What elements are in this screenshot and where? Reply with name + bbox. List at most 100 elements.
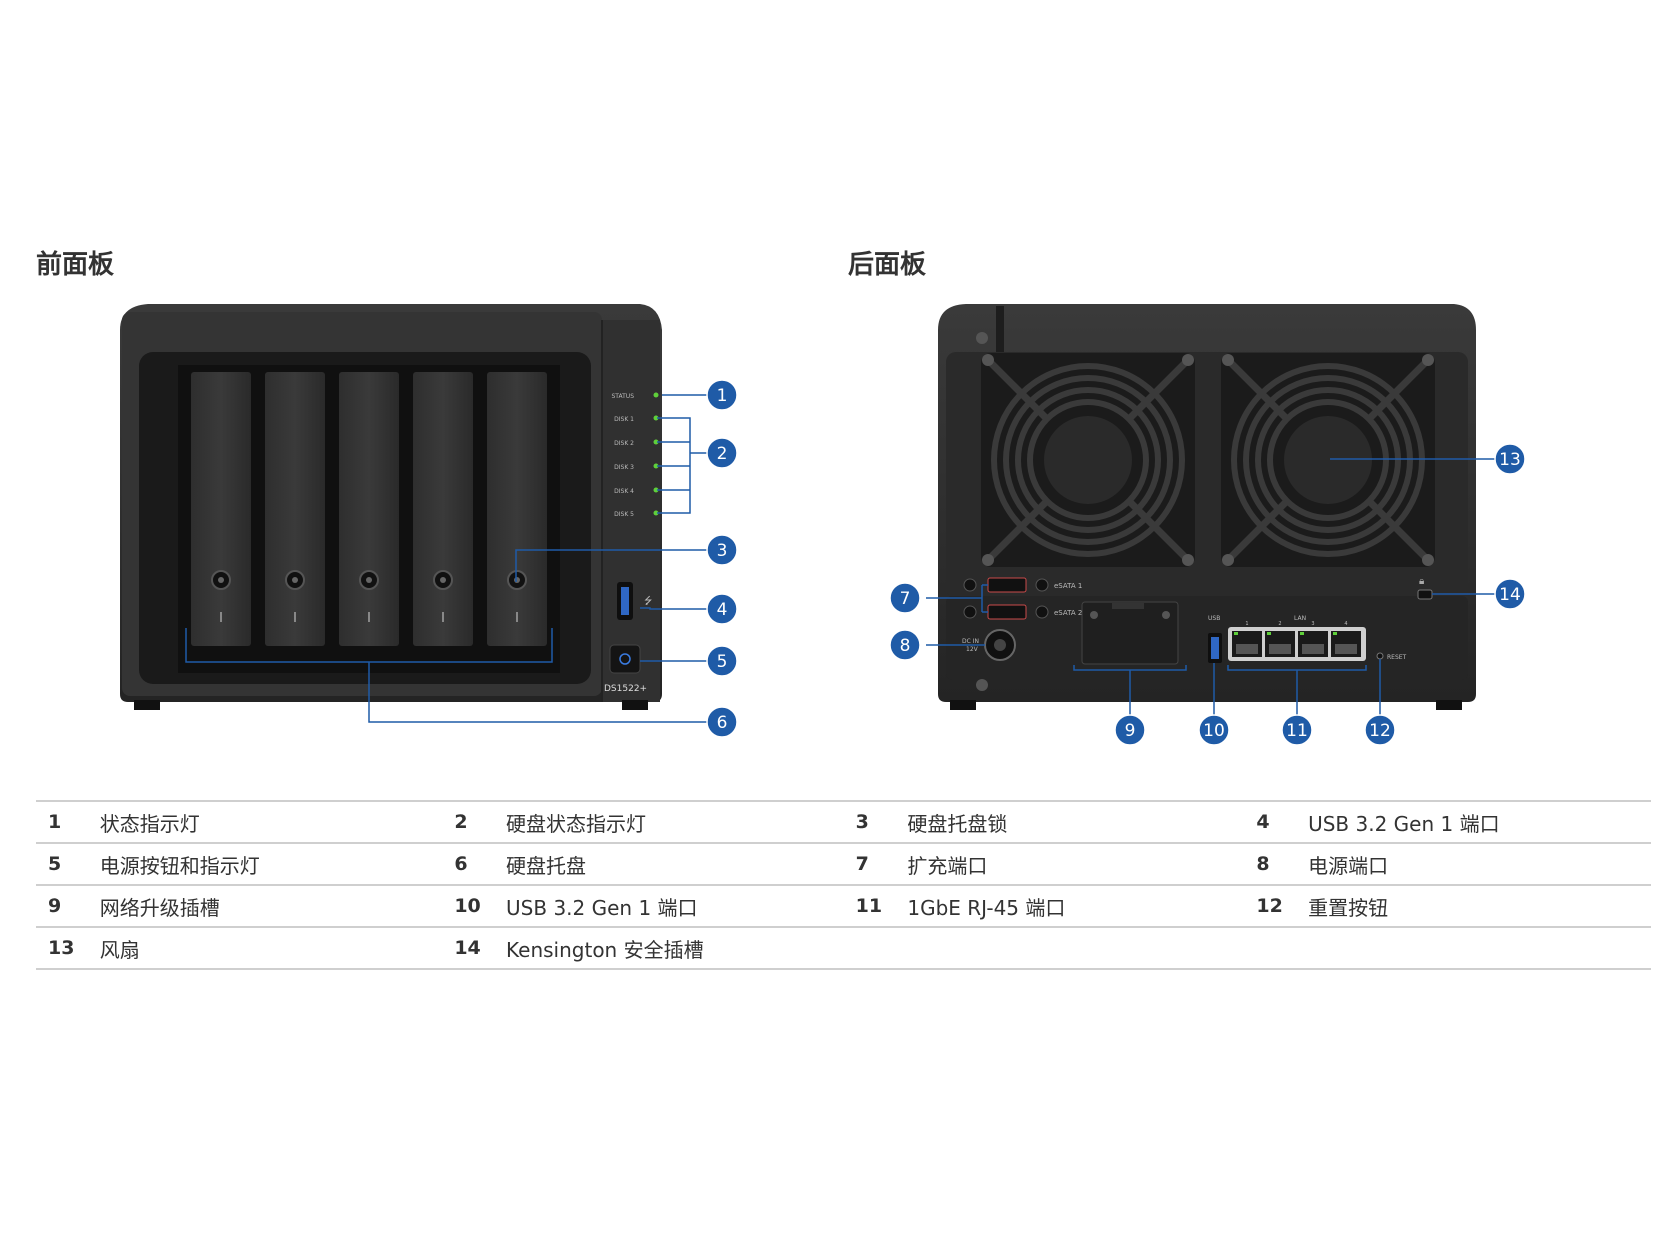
dc-in-label: DC IN — [962, 638, 979, 645]
svg-text:5: 5 — [717, 652, 728, 672]
network-upgrade-slot[interactable] — [1081, 601, 1179, 665]
esata2-label: eSATA 2 — [1054, 609, 1082, 617]
rear-usb-label: USB — [1208, 615, 1220, 622]
legend-label: 1GbE RJ-45 端口 — [907, 885, 1245, 928]
fan — [981, 353, 1195, 567]
drive-tray[interactable] — [265, 372, 325, 646]
legend-number: 13 — [36, 927, 100, 970]
legend-label: 重置按钮 — [1308, 885, 1651, 928]
lan-port-number: 2 — [1278, 621, 1281, 627]
status-led — [653, 487, 659, 493]
legend-number: 2 — [442, 800, 507, 844]
legend-label: 硬盘托盘 — [506, 843, 844, 886]
esata-port-2[interactable] — [987, 604, 1027, 620]
drive-tray[interactable] — [339, 372, 399, 646]
legend-number: 10 — [442, 885, 507, 928]
legend-label: 扩充端口 — [907, 843, 1245, 886]
legend-label: USB 3.2 Gen 1 端口 — [506, 885, 844, 928]
power-button[interactable] — [609, 644, 641, 674]
screw-icon — [1222, 554, 1234, 566]
rj45-port[interactable] — [1232, 631, 1262, 657]
screw-icon — [982, 554, 994, 566]
status-led — [653, 463, 659, 469]
callout-badge: 13 — [1494, 443, 1526, 475]
legend-label: 硬盘托盘锁 — [907, 800, 1245, 844]
status-led — [653, 510, 659, 516]
legend-label: Kensington 安全插槽 — [506, 927, 844, 970]
callout-badge: 9 — [1114, 714, 1146, 746]
screw-icon — [976, 679, 988, 691]
screw-icon — [1182, 554, 1194, 566]
reset-button[interactable] — [1376, 652, 1384, 660]
drive-tray[interactable] — [487, 372, 547, 646]
svg-text:14: 14 — [1499, 585, 1521, 605]
lan-label: LAN — [1294, 615, 1306, 622]
legend-number: 12 — [1244, 885, 1309, 928]
svg-text:8: 8 — [900, 636, 911, 656]
front-panel-title: 前面板 — [36, 250, 115, 280]
esata-port-1[interactable] — [987, 577, 1027, 593]
tray-lock-icon[interactable] — [507, 570, 527, 590]
screw-icon — [1422, 554, 1434, 566]
legend-number: 11 — [843, 885, 908, 928]
rj45-port[interactable] — [1265, 631, 1295, 657]
screw-icon — [982, 354, 994, 366]
callout-badge: 1 — [706, 379, 738, 411]
rj45-port[interactable] — [1298, 631, 1328, 657]
svg-text:1: 1 — [717, 386, 728, 406]
legend-number: 9 — [36, 885, 100, 928]
legend-label: 电源端口 — [1308, 843, 1651, 886]
screw-icon — [1422, 354, 1434, 366]
led-label: STATUS — [611, 393, 634, 400]
legend-number: 14 — [442, 927, 507, 970]
screw-icon — [976, 332, 988, 344]
drive-tray[interactable] — [413, 372, 473, 646]
legend-number: 7 — [843, 843, 908, 886]
tray-lock-icon[interactable] — [359, 570, 379, 590]
rj45-port[interactable] — [1331, 631, 1361, 657]
svg-text:7: 7 — [900, 589, 911, 609]
tray-lock-icon[interactable] — [211, 570, 231, 590]
kensington-slot[interactable] — [1417, 589, 1433, 600]
legend-number — [1244, 927, 1309, 970]
drive-tray[interactable] — [191, 372, 251, 646]
callout-badge: 10 — [1198, 714, 1230, 746]
model-label: DS1522+ — [604, 684, 647, 694]
callout-badge: 2 — [706, 437, 738, 469]
tray-lock-icon[interactable] — [285, 570, 305, 590]
svg-text:12: 12 — [1369, 721, 1391, 741]
status-led — [653, 392, 659, 398]
lan-port-number: 3 — [1311, 621, 1314, 627]
screw-icon — [1182, 354, 1194, 366]
led-label: DISK 5 — [614, 511, 634, 518]
svg-text:13: 13 — [1499, 450, 1521, 470]
callout-badge: 5 — [706, 645, 738, 677]
svg-text:9: 9 — [1125, 721, 1136, 741]
front-leader-lines — [185, 394, 707, 723]
svg-text:6: 6 — [717, 713, 728, 733]
lan-port-number: 1 — [1245, 621, 1248, 627]
rear-leader-lines — [926, 458, 1505, 717]
led-label: DISK 1 — [614, 416, 634, 423]
screw-icon — [1222, 354, 1234, 366]
callout-badge: 3 — [706, 534, 738, 566]
lock-icon: 🔒︎ — [1419, 576, 1424, 587]
legend-label: 状态指示灯 — [99, 800, 443, 844]
tray-lock-icon[interactable] — [433, 570, 453, 590]
callout-badge: 11 — [1281, 714, 1313, 746]
status-led — [653, 415, 659, 421]
legend-label: 电源按钮和指示灯 — [99, 843, 443, 886]
callout-badge: 4 — [706, 593, 738, 625]
legend-label — [907, 927, 1245, 970]
svg-text:2: 2 — [717, 444, 728, 464]
usb-symbol-icon: ⭍ — [644, 595, 652, 607]
led-label: DISK 2 — [614, 440, 634, 447]
dc-volt-label: 12V — [966, 646, 979, 653]
